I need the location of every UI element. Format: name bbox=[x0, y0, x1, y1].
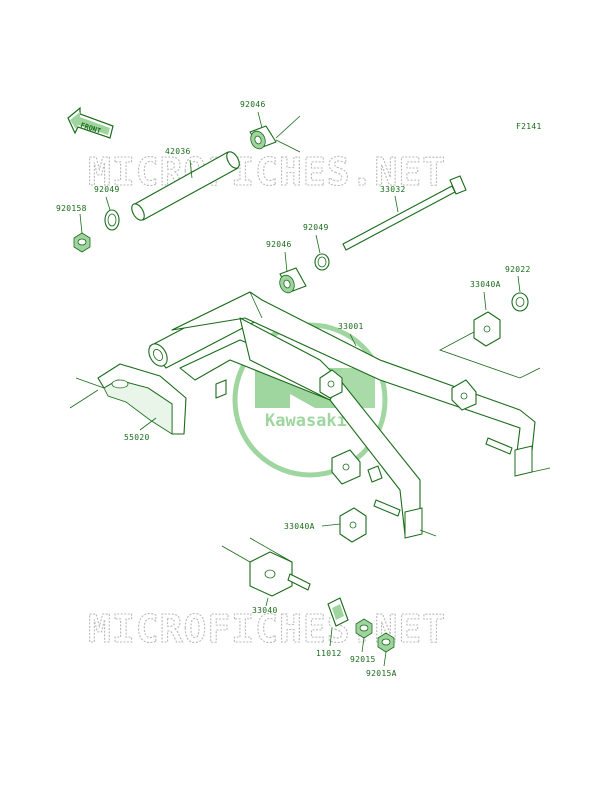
label-92022: 92022 bbox=[505, 265, 531, 274]
label-920158: 920158 bbox=[56, 204, 87, 213]
part-33001-swingarm bbox=[148, 291, 551, 539]
part-33040A-mid bbox=[339, 507, 367, 543]
label-33040A-mid: 33040A bbox=[284, 522, 315, 531]
front-arrow-icon: FRONT bbox=[67, 106, 114, 139]
part-92015-nut bbox=[355, 618, 373, 639]
part-92015A-nut bbox=[377, 632, 395, 653]
part-92049-left bbox=[104, 209, 120, 231]
watermark-top: MICROFICHES.NET bbox=[88, 150, 446, 194]
part-33040A-top bbox=[473, 311, 501, 347]
figure-code: F2141 bbox=[516, 122, 542, 131]
label-55020: 55020 bbox=[124, 433, 150, 442]
label-33032: 33032 bbox=[380, 185, 406, 194]
part-920158-nut bbox=[73, 232, 91, 253]
part-92049-mid bbox=[314, 253, 330, 271]
label-33040A-top: 33040A bbox=[470, 280, 501, 289]
label-92049-left: 92049 bbox=[94, 185, 120, 194]
kawasaki-logo: Kawasaki bbox=[232, 322, 388, 478]
part-92046-mid bbox=[279, 267, 307, 294]
label-33001: 33001 bbox=[338, 322, 364, 331]
part-92022-washer bbox=[511, 292, 529, 312]
part-11012-plate bbox=[327, 597, 349, 627]
label-92049-mid: 92049 bbox=[303, 223, 329, 232]
part-33040-bracket bbox=[221, 537, 311, 597]
label-33040: 33040 bbox=[252, 606, 278, 615]
part-42036-tube bbox=[131, 151, 240, 221]
label-11012: 11012 bbox=[316, 649, 342, 658]
label-92046-mid: 92046 bbox=[266, 240, 292, 249]
part-92046-top bbox=[249, 115, 301, 153]
part-55020-chainguard bbox=[69, 363, 187, 435]
label-92046-top: 92046 bbox=[240, 100, 266, 109]
logo-text: Kawasaki bbox=[265, 411, 347, 431]
label-42036: 42036 bbox=[165, 147, 191, 156]
label-92015: 92015 bbox=[350, 655, 376, 664]
label-92015A: 92015A bbox=[366, 669, 397, 678]
part-33032-bolt bbox=[342, 175, 467, 251]
